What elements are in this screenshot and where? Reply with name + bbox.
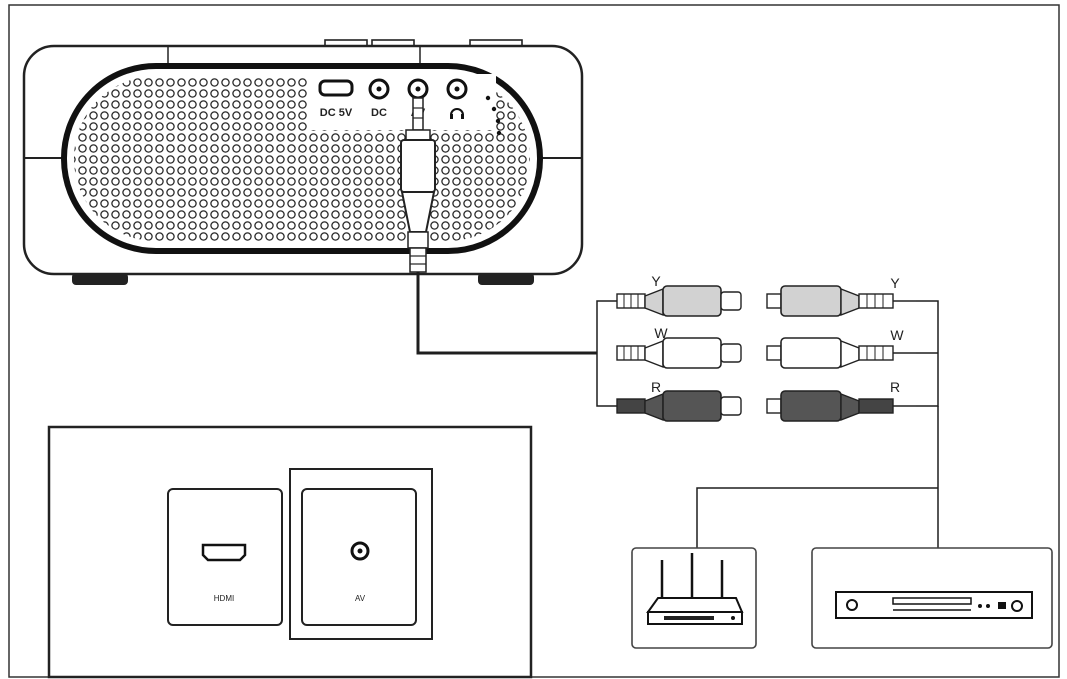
rca-yellow-label-left: Y — [651, 273, 661, 289]
hdmi-port-icon — [201, 543, 247, 562]
rca-red-label-left: R — [651, 379, 661, 395]
rca-red-plug-left — [616, 390, 742, 422]
outer-frame — [8, 4, 1060, 678]
projector-foot — [72, 273, 128, 285]
rca-yellow-plug-right — [766, 285, 916, 317]
av-socket-label: AV — [355, 594, 366, 603]
router-icon — [646, 553, 744, 625]
rca-red-label-right: R — [890, 379, 900, 395]
rca-plugs-right: Y W R — [766, 275, 916, 422]
dc-5v-label: DC 5V — [320, 107, 353, 119]
projector: DC 5V DC AV — [22, 39, 584, 285]
rca-plugs-left: Y W R — [616, 273, 742, 422]
dvd-player-box — [811, 547, 1053, 649]
headphone-icon — [450, 108, 464, 119]
dc-5v-port — [318, 79, 354, 97]
rca-white-plug-right — [766, 337, 916, 369]
dc-label: DC — [371, 107, 387, 119]
wiring — [416, 272, 939, 548]
rca-red-plug-right — [766, 390, 916, 422]
av-socket: AV — [289, 468, 433, 640]
router-box — [631, 547, 757, 649]
rca-yellow-label-right: Y — [890, 275, 900, 291]
rca-white-plug-left — [616, 337, 742, 369]
projector-foot — [478, 273, 534, 285]
hdmi-socket: HDMI — [167, 488, 283, 626]
wall-panel: HDMI AV — [47, 425, 533, 679]
hdmi-label: HDMI — [214, 594, 234, 603]
dvd-player-icon — [835, 591, 1033, 619]
rca-white-label-left: W — [654, 325, 668, 341]
av-cable-plug — [400, 97, 436, 273]
rca-yellow-plug-left — [616, 285, 742, 317]
rca-white-label-right: W — [890, 327, 904, 343]
